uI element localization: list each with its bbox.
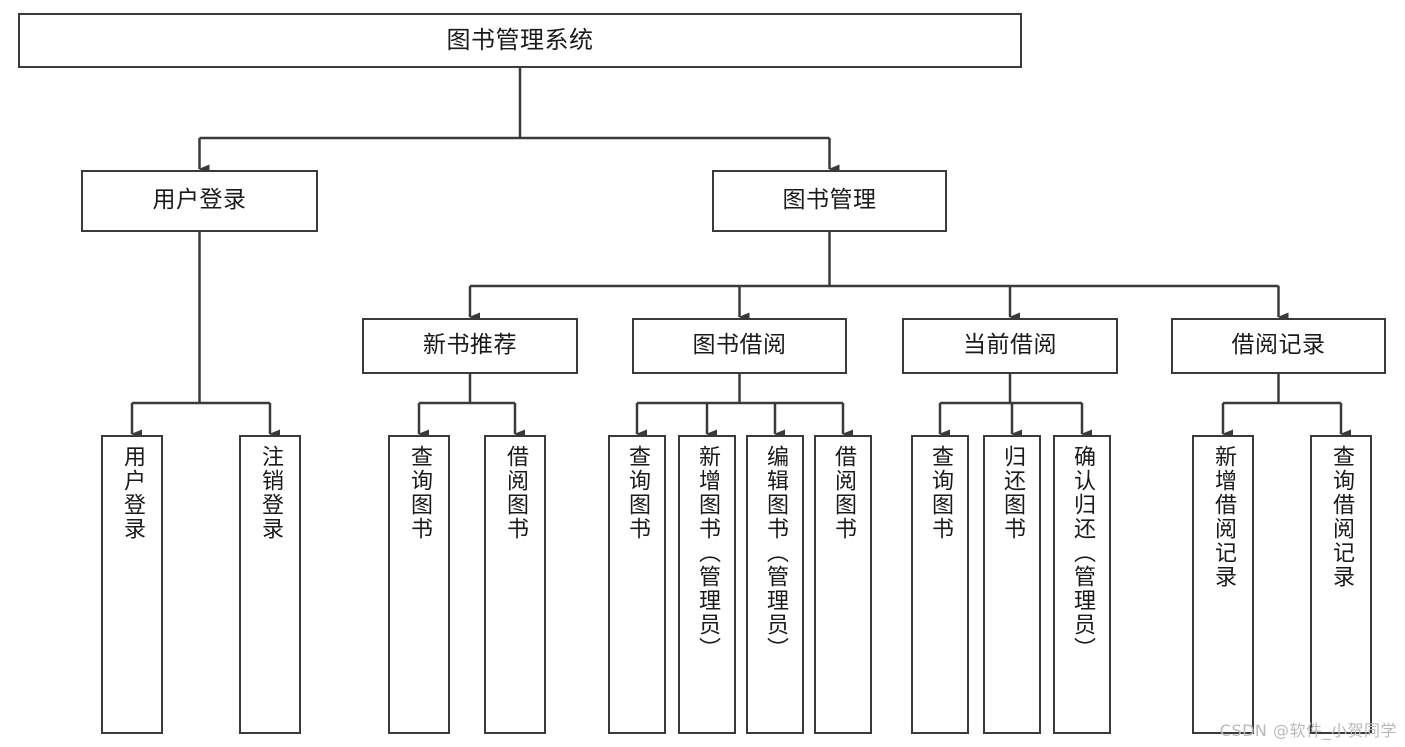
node-newbook[interactable]: 新书推荐 (362, 318, 578, 374)
node-label: 编辑图书（管理员） (763, 445, 788, 661)
node-r2[interactable]: 查询借阅记录 (1310, 435, 1372, 734)
node-l2[interactable]: 注销登录 (239, 435, 301, 734)
node-label: 新书推荐 (423, 332, 517, 359)
node-r1[interactable]: 新增借阅记录 (1192, 435, 1254, 734)
node-label: 查询借阅记录 (1329, 445, 1354, 589)
node-label: 新增图书（管理员） (695, 445, 720, 661)
node-login[interactable]: 用户登录 (81, 170, 318, 232)
node-records[interactable]: 借阅记录 (1171, 318, 1386, 374)
node-label: 图书管理 (782, 187, 877, 214)
edge-group (130, 68, 1351, 439)
node-label: 查询图书 (625, 445, 650, 541)
node-label: 借阅记录 (1231, 332, 1326, 359)
node-n2[interactable]: 借阅图书 (484, 435, 546, 734)
node-label: 归还图书 (1000, 445, 1025, 541)
node-b2[interactable]: 新增图书（管理员） (678, 435, 736, 734)
node-c3[interactable]: 确认归还（管理员） (1053, 435, 1111, 734)
node-label: 新增借阅记录 (1211, 445, 1236, 589)
node-label: 查询图书 (407, 445, 432, 541)
node-current[interactable]: 当前借阅 (902, 318, 1118, 374)
node-label: 确认归还（管理员） (1070, 445, 1095, 661)
node-c2[interactable]: 归还图书 (983, 435, 1041, 734)
node-label: 用户登录 (152, 187, 247, 214)
node-borrow[interactable]: 图书借阅 (632, 318, 847, 374)
node-label: 查询图书 (928, 445, 953, 541)
node-label: 借阅图书 (831, 445, 856, 541)
node-b1[interactable]: 查询图书 (608, 435, 666, 734)
node-label: 图书管理系统 (446, 26, 594, 55)
node-b3[interactable]: 编辑图书（管理员） (746, 435, 804, 734)
node-l1[interactable]: 用户登录 (101, 435, 163, 734)
node-root[interactable]: 图书管理系统 (18, 13, 1022, 68)
node-label: 借阅图书 (503, 445, 528, 541)
node-bookmgmt[interactable]: 图书管理 (712, 170, 947, 232)
node-n1[interactable]: 查询图书 (388, 435, 450, 734)
node-label: 图书借阅 (692, 332, 787, 359)
node-label: 用户登录 (120, 445, 145, 541)
node-c1[interactable]: 查询图书 (911, 435, 969, 734)
node-label: 注销登录 (258, 445, 283, 541)
node-label: 当前借阅 (963, 332, 1057, 359)
watermark: CSDN @软件_小贺同学 (1219, 721, 1397, 740)
node-b4[interactable]: 借阅图书 (814, 435, 872, 734)
